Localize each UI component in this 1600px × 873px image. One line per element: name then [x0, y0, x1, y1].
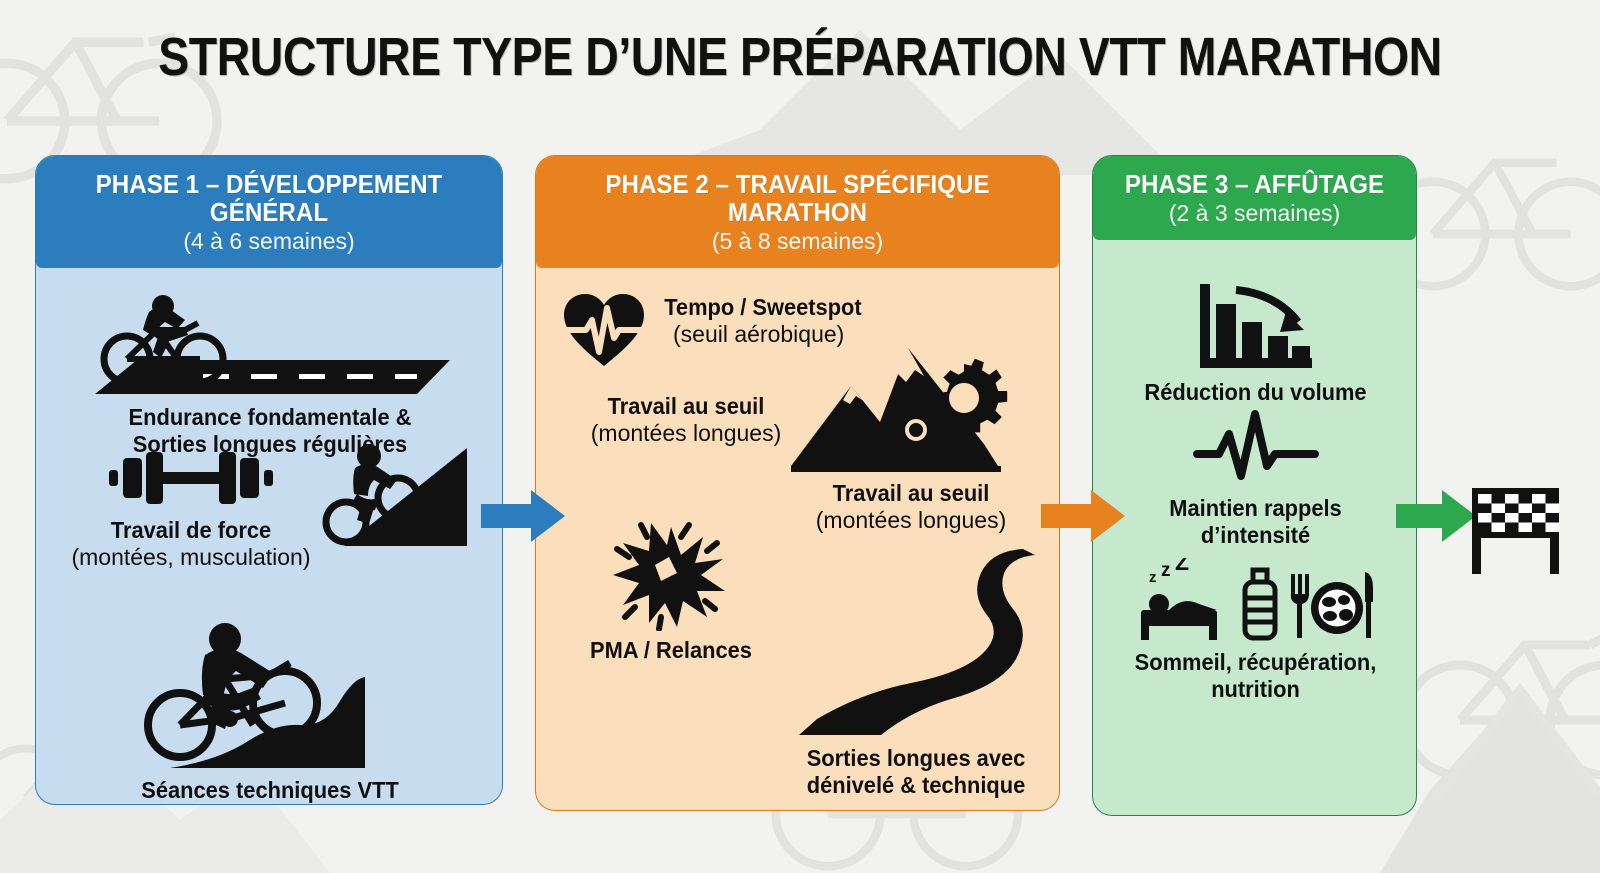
phase-3-header: PHASE 3 – AFFÛTAGE (2 à 3 semaines) [1093, 156, 1416, 241]
phase-1-item-2-label: Travail de force [110, 517, 272, 544]
phase-3-item-2-label: Maintien rappels [1169, 495, 1342, 522]
phase-3-item-recup: z z Z [1093, 558, 1416, 702]
heart-ecg-icon [561, 292, 647, 368]
phase-3-title: PHASE 3 – AFFÛTAGE [1124, 169, 1385, 199]
phase-2-item-pma: PMA / Relances [546, 513, 796, 663]
phase-1-header: PHASE 1 – DÉVELOPPEMENT GÉNÉRAL (4 à 6 s… [36, 156, 502, 269]
phase-1-duration: (4 à 6 semaines) [183, 228, 355, 255]
phase-3-item-3-label: Sommeil, récupération, [1134, 649, 1377, 676]
phase-2-duration: (5 à 8 semaines) [711, 228, 884, 255]
phase-1-item-technique: Séances techniques VTT [36, 613, 502, 804]
phase-2-header: PHASE 2 – TRAVAIL SPÉCIFIQUE MARATHON (5… [536, 156, 1059, 269]
svg-text:z: z [1149, 569, 1157, 586]
phase-2-item-4-label: PMA / Relances [590, 637, 752, 664]
dumbbell-icon [36, 446, 346, 510]
arrow-phase2-to-phase3 [1041, 490, 1125, 542]
phase-2-item-sorties: Sorties longues avec dénivelé & techniqu… [771, 543, 1059, 798]
phase-3-item-3-label2: nutrition [1211, 675, 1300, 702]
phase-3-duration: (2 à 3 semaines) [1168, 200, 1341, 227]
mountain-gears-icon [766, 338, 1056, 478]
page-title: STRUCTURE TYPE D’UNE PRÉPARATION VTT MAR… [158, 27, 1442, 87]
climbing-cyclist-icon [301, 438, 491, 553]
phase-card-3[interactable]: PHASE 3 – AFFÛTAGE (2 à 3 semaines) [1092, 155, 1417, 816]
declining-bar-chart-icon [1093, 278, 1416, 374]
phase-2-item-3-sub: (montées longues) [815, 506, 1007, 533]
phase-3-item-intensite: Maintien rappels d’intensité [1093, 410, 1416, 548]
page-title-bar: STRUCTURE TYPE D’UNE PRÉPARATION VTT MAR… [0, 26, 1600, 88]
phase-2-item-1-label: Tempo / Sweetspot [664, 294, 862, 321]
svg-text:Z: Z [1175, 558, 1189, 575]
phase-3-item-2-label2: d’intensité [1200, 521, 1311, 548]
winding-trail-icon [771, 543, 1059, 743]
phase-2-title: PHASE 2 – TRAVAIL SPÉCIFIQUE MARATHON [605, 169, 990, 228]
ecg-pulse-icon [1093, 410, 1416, 488]
sleep-hydration-nutrition-icon: z z Z [1093, 558, 1416, 644]
phase-2-item-seuil-right: Travail au seuil (montées longues) [766, 338, 1056, 533]
phase-1-title: PHASE 1 – DÉVELOPPEMENT GÉNÉRAL [95, 169, 443, 228]
phase-1-item-1-label: Endurance fondamentale & [128, 404, 412, 431]
road-cyclist-icon [36, 290, 502, 398]
phase-2-body: Tempo / Sweetspot (seuil aérobique) Trav… [536, 268, 1059, 810]
phase-3-body: Réduction du volume Maintien rappels d’i… [1093, 240, 1416, 815]
phase-1-body: Endurance fondamentale & Sorties longues… [36, 268, 502, 804]
phase-2-item-5-label: Sorties longues avec [806, 745, 1026, 772]
phase-3-item-volume: Réduction du volume [1093, 278, 1416, 406]
phase-card-2[interactable]: PHASE 2 – TRAVAIL SPÉCIFIQUE MARATHON (5… [535, 155, 1060, 811]
phase-1-item-2-sub: (montées, musculation) [71, 543, 311, 570]
phase-1-item-4-label: Séances techniques VTT [141, 777, 399, 804]
mtb-rider-icon [36, 613, 502, 773]
arrow-phase1-to-phase2 [481, 490, 565, 542]
svg-text:z: z [1161, 560, 1171, 581]
phase-card-1[interactable]: PHASE 1 – DÉVELOPPEMENT GÉNÉRAL (4 à 6 s… [35, 155, 503, 805]
burst-star-icon [546, 513, 796, 632]
phase-1-item-climb [301, 438, 491, 553]
phases-container: PHASE 1 – DÉVELOPPEMENT GÉNÉRAL (4 à 6 s… [0, 155, 1600, 835]
phase-1-item-endurance: Endurance fondamentale & Sorties longues… [36, 290, 502, 457]
finish-flag-icon [1472, 488, 1559, 574]
phase-2-item-3-label: Travail au seuil [832, 480, 990, 507]
phase-1-item-force: Travail de force (montées, musculation) [36, 446, 346, 570]
phase-3-item-1-label: Réduction du volume [1144, 379, 1367, 406]
phase-2-item-5-label2: dénivelé & technique [806, 771, 1026, 798]
